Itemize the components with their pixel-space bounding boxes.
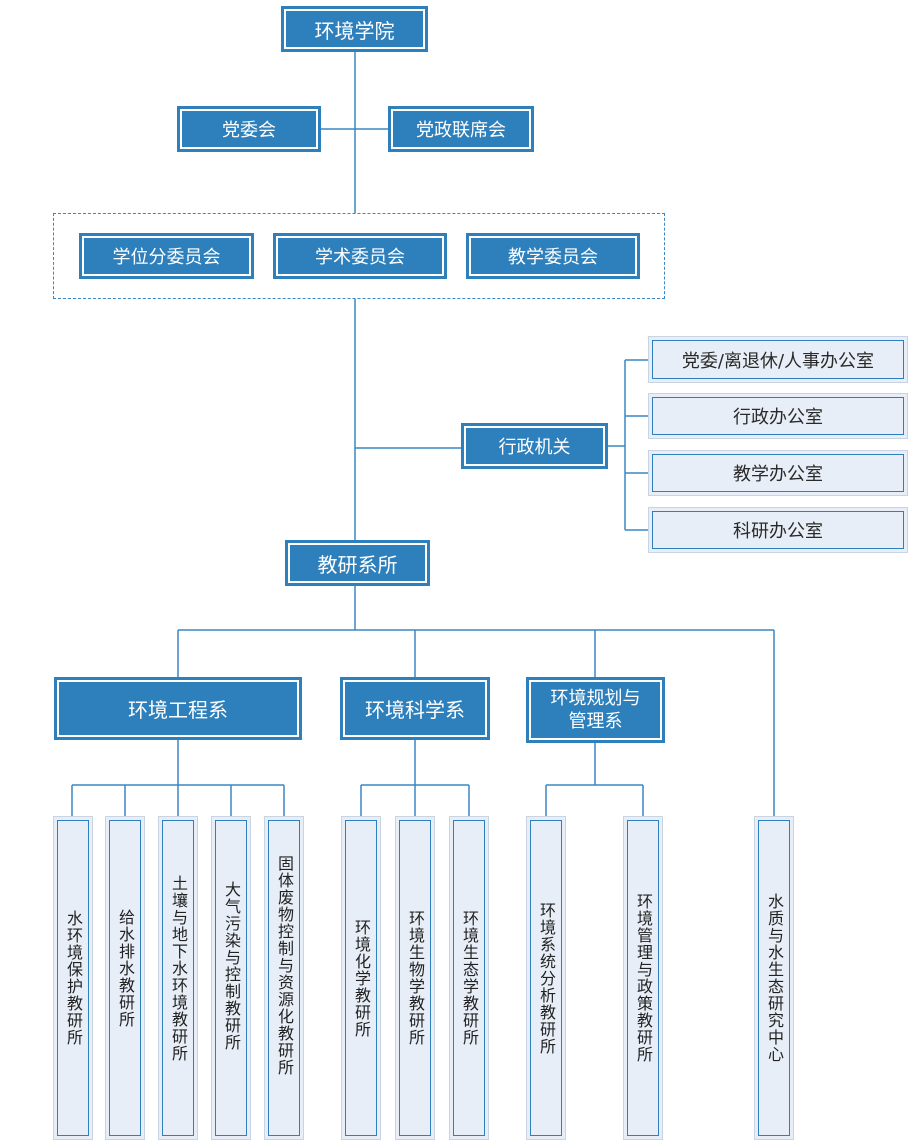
- institute-label: 固体废物控制与资源化教研所: [275, 855, 294, 1076]
- institute-node: 环境化学教研所: [341, 816, 381, 1140]
- office-label: 教学办公室: [733, 464, 823, 485]
- institute-node: 环境系统分析教研所: [526, 816, 566, 1140]
- teaching-node: 教研系所: [285, 540, 430, 586]
- committees-group: [53, 213, 665, 299]
- committee-node-teaching: 教学委员会: [466, 233, 640, 279]
- institute-node: 环境生态学教研所: [449, 816, 489, 1140]
- office-node: 教学办公室: [648, 450, 908, 496]
- committee-node-academic: 学术委员会: [273, 233, 447, 279]
- department-label-line1: 环境规划与: [550, 687, 641, 709]
- office-label: 行政办公室: [733, 407, 823, 428]
- institute-node: 水环境保护教研所: [53, 816, 93, 1140]
- research-center-label: 水质与水生态研究中心: [765, 893, 784, 1063]
- root-node: 环境学院: [281, 6, 428, 52]
- office-node: 党委/离退休/人事办公室: [648, 336, 908, 383]
- department-label: 环境工程系: [128, 698, 228, 722]
- committee-label: 教学委员会: [508, 247, 598, 268]
- institute-node: 土壤与地下水环境教研所: [158, 816, 198, 1140]
- institute-node: 固体废物控制与资源化教研所: [264, 816, 304, 1140]
- institute-label: 给水排水教研所: [116, 909, 135, 1028]
- office-node: 行政办公室: [648, 393, 908, 439]
- department-label-line2: 管理系: [568, 711, 623, 732]
- committee-node-degree: 学位分委员会: [79, 233, 254, 279]
- admin-label: 行政机关: [498, 437, 571, 458]
- institute-node: 大气污染与控制教研所: [211, 816, 251, 1140]
- institute-label: 环境系统分析教研所: [537, 901, 556, 1055]
- institute-node: 环境管理与政策教研所: [623, 816, 663, 1140]
- teaching-label: 教研系所: [317, 552, 398, 577]
- institute-label: 环境生态学教研所: [460, 910, 479, 1046]
- office-label: 科研办公室: [733, 521, 823, 542]
- department-label: 环境科学系: [365, 698, 465, 722]
- institute-label: 大气污染与控制教研所: [222, 881, 241, 1051]
- institute-node: 环境生物学教研所: [395, 816, 435, 1140]
- office-node: 科研办公室: [648, 507, 908, 553]
- committee-label: 学术委员会: [315, 247, 405, 268]
- institute-label: 水环境保护教研所: [64, 910, 83, 1046]
- research-center-node: 水质与水生态研究中心: [754, 816, 794, 1140]
- joint-meeting-node: 党政联席会: [388, 106, 534, 152]
- joint-meeting-label: 党政联席会: [416, 120, 506, 141]
- office-label: 党委/离退休/人事办公室: [681, 350, 875, 372]
- party-committee-label: 党委会: [222, 120, 276, 141]
- department-node-planning: 环境规划与 管理系: [526, 677, 665, 743]
- institute-label: 环境生物学教研所: [406, 910, 425, 1046]
- institute-label: 土壤与地下水环境教研所: [169, 875, 188, 1062]
- institute-label: 环境化学教研所: [352, 918, 371, 1038]
- party-committee-node: 党委会: [177, 106, 321, 152]
- admin-node: 行政机关: [461, 423, 608, 469]
- department-node-science: 环境科学系: [340, 677, 490, 740]
- root-label: 环境学院: [314, 18, 395, 43]
- institute-node: 给水排水教研所: [105, 816, 145, 1140]
- institute-label: 环境管理与政策教研所: [634, 893, 653, 1063]
- committee-label: 学位分委员会: [112, 247, 221, 268]
- department-node-engineering: 环境工程系: [54, 677, 302, 740]
